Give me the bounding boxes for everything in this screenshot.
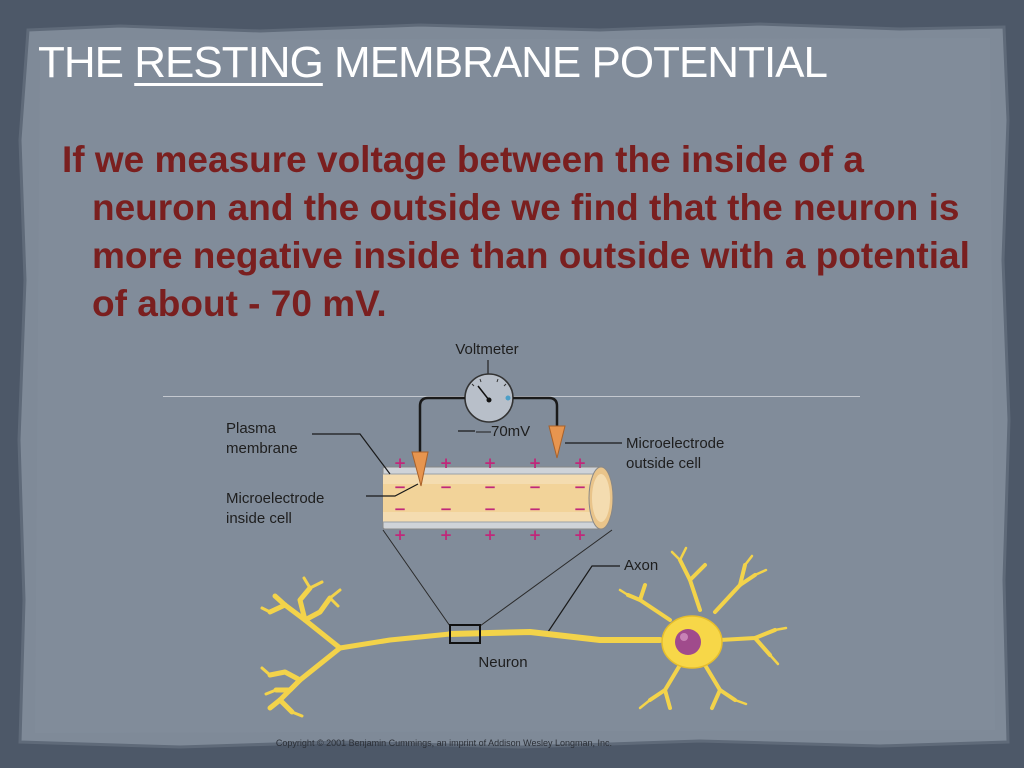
svg-text:+: + <box>394 454 407 472</box>
svg-text:−: − <box>484 478 497 496</box>
microelectrode-outside-icon <box>548 425 566 459</box>
svg-text:+: + <box>574 526 587 544</box>
title-part-1: THE <box>38 38 135 87</box>
dendrites <box>626 558 777 710</box>
voltmeter-wire-left <box>418 396 465 455</box>
svg-text:+: + <box>484 526 497 544</box>
svg-text:+: + <box>529 526 542 544</box>
axon-path <box>447 629 663 643</box>
zoom-line-right <box>479 529 613 627</box>
microelectrode-inside-label-line-2: inside cell <box>226 510 292 527</box>
plasma-membrane-label-line-2: membrane <box>226 440 298 457</box>
outside-plus-charges-bottom: + + + + + <box>394 526 587 544</box>
zoom-region-box <box>449 624 481 644</box>
svg-text:+: + <box>529 454 542 472</box>
svg-text:−: − <box>440 500 453 518</box>
neuron-illustration <box>260 546 788 718</box>
svg-text:+: + <box>574 454 587 472</box>
slide-title: THE RESTING MEMBRANE POTENTIAL <box>38 38 828 88</box>
inside-minus-charges-bottom: − − − − − <box>394 500 587 518</box>
microelectrode-inside-icon <box>411 451 429 487</box>
neuron-cell-body <box>661 615 723 669</box>
microelectrode-inside-leader <box>366 483 419 497</box>
microelectrode-inside-label-line-1: Microelectrode <box>226 490 324 507</box>
microelectrode-outside-label-line-2: outside cell <box>626 455 701 472</box>
svg-text:+: + <box>484 454 497 472</box>
svg-text:+: + <box>440 454 453 472</box>
svg-text:−: − <box>574 478 587 496</box>
plasma-membrane-label-line-1: Plasma <box>226 420 277 437</box>
copyright-notice: Copyright © 2001 Benjamin Cummings, an i… <box>276 738 612 748</box>
axon-label: Axon <box>624 557 658 574</box>
zoom-line-left <box>382 529 451 627</box>
neuron-label: Neuron <box>478 654 527 671</box>
svg-text:−: − <box>440 478 453 496</box>
svg-text:−: − <box>394 500 407 518</box>
inside-minus-charges-top: − − − − − <box>394 478 587 496</box>
nucleus <box>675 629 701 655</box>
axon-leader <box>547 565 620 633</box>
title-part-2: MEMBRANE POTENTIAL <box>322 38 828 87</box>
svg-text:−: − <box>529 478 542 496</box>
axon-segment <box>382 466 614 530</box>
voltmeter-label: Voltmeter <box>455 341 518 358</box>
microelectrode-outside-label-line-1: Microelectrode <box>626 435 724 452</box>
outside-plus-charges-top: + + + + + <box>394 454 587 472</box>
plasma-membrane-leader <box>312 433 391 475</box>
svg-text:−: − <box>574 500 587 518</box>
svg-text:−: − <box>529 500 542 518</box>
axon-terminal-branches <box>267 585 453 715</box>
svg-text:+: + <box>394 526 407 544</box>
svg-text:−: − <box>484 500 497 518</box>
voltmeter-dial-icon <box>464 373 514 423</box>
voltage-reading: —70mV <box>476 423 530 440</box>
voltmeter-wire-right <box>513 396 559 428</box>
body-paragraph: If we measure voltage between the inside… <box>62 139 970 324</box>
title-underlined-word: RESTING <box>134 38 324 87</box>
svg-text:+: + <box>440 526 453 544</box>
